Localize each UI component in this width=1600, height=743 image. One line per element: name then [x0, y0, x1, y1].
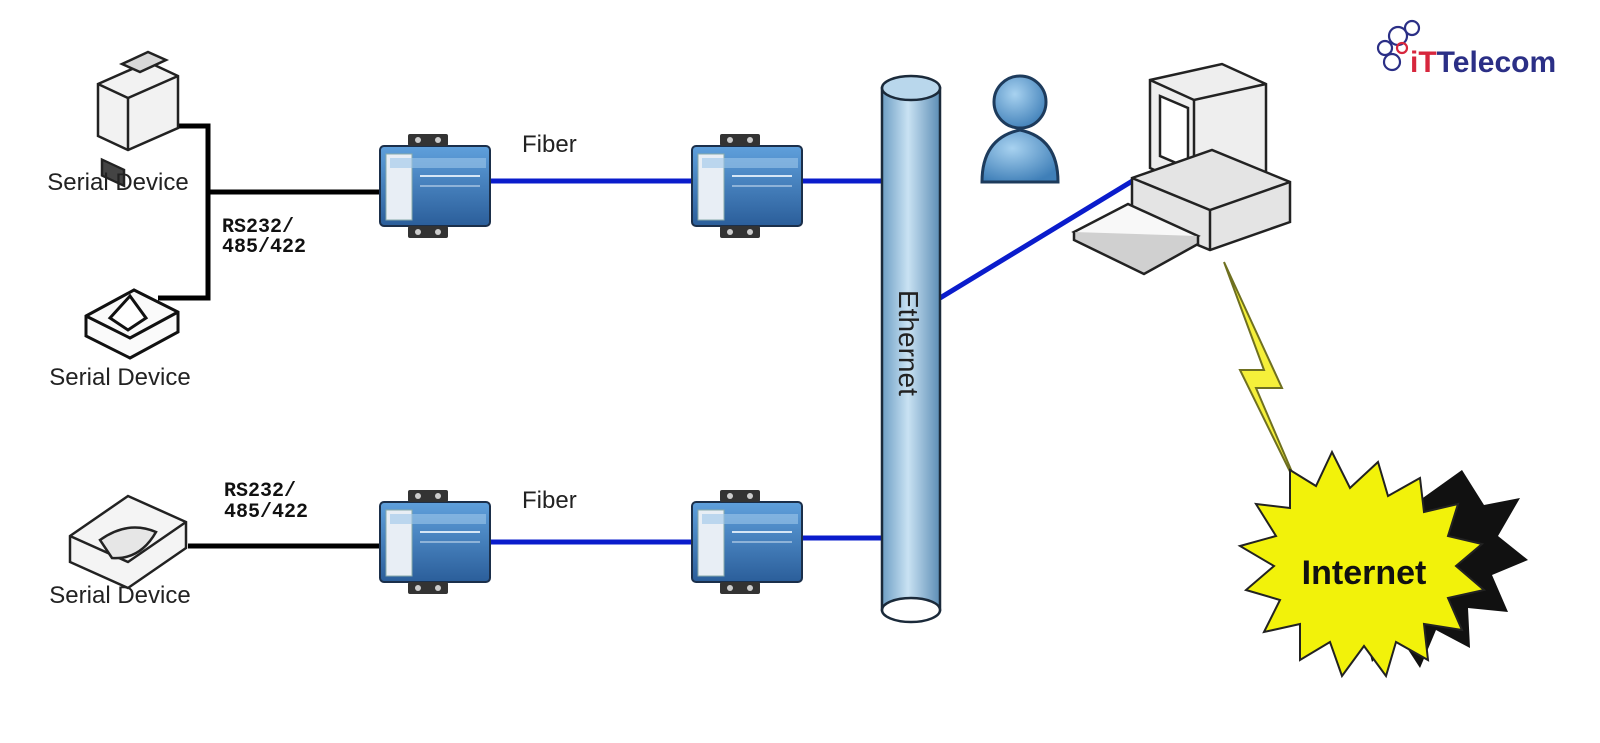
logo-suffix: Telecom — [1437, 46, 1557, 79]
serial-protocol-label-top-line1: RS232/ — [222, 216, 294, 239]
logo-molecule-icon — [1376, 19, 1421, 72]
fiber-label-bottom: Fiber — [522, 487, 577, 514]
fiber-label-top: Fiber — [522, 131, 577, 158]
serial-device-reader: Serial Device — [49, 494, 191, 609]
serial-wire-middle-device — [158, 192, 211, 301]
svg-text:iTTelecom: iTTelecom — [1410, 46, 1556, 79]
media-converter-top-right — [691, 133, 803, 239]
printer-icon — [96, 50, 180, 188]
internet-label: Internet — [1302, 554, 1427, 592]
fiber-wires — [488, 177, 1136, 545]
serial-protocol-label-bottom-line2: 485/422 — [224, 501, 308, 524]
scanner-icon — [84, 288, 180, 360]
card-reader-icon — [68, 494, 188, 590]
serial-device-label-3: Serial Device — [49, 582, 190, 609]
media-converter-top-left — [379, 133, 491, 239]
serial-device-printer: Serial Device — [47, 50, 189, 196]
logo-prefix: iT — [1410, 46, 1437, 79]
serial-device-label-2: Serial Device — [49, 364, 190, 391]
user-icon — [980, 74, 1060, 184]
internet-burst — [1237, 449, 1487, 679]
serial-device-scanner: Serial Device — [49, 288, 191, 391]
serial-wires — [158, 123, 380, 549]
ethernet-backbone: Ethernet — [880, 74, 942, 624]
ethernet-label: Ethernet — [893, 290, 924, 396]
eth-link-computer — [938, 177, 1136, 301]
serial-protocol-label-top-line2: 485/422 — [222, 236, 306, 259]
media-converter-bottom-right — [691, 489, 803, 595]
serial-device-label-1: Serial Device — [47, 169, 188, 196]
serial-wire-top-device — [168, 123, 211, 192]
computer-icon — [1071, 62, 1292, 276]
media-converter-bottom-left — [379, 489, 491, 595]
wireless-link-lightning-icon — [1223, 261, 1305, 501]
serial-protocol-label-bottom-line1: RS232/ — [224, 480, 296, 503]
internet-cloud: Internet — [1237, 449, 1528, 679]
company-logo: iTTelecom — [1376, 19, 1556, 79]
